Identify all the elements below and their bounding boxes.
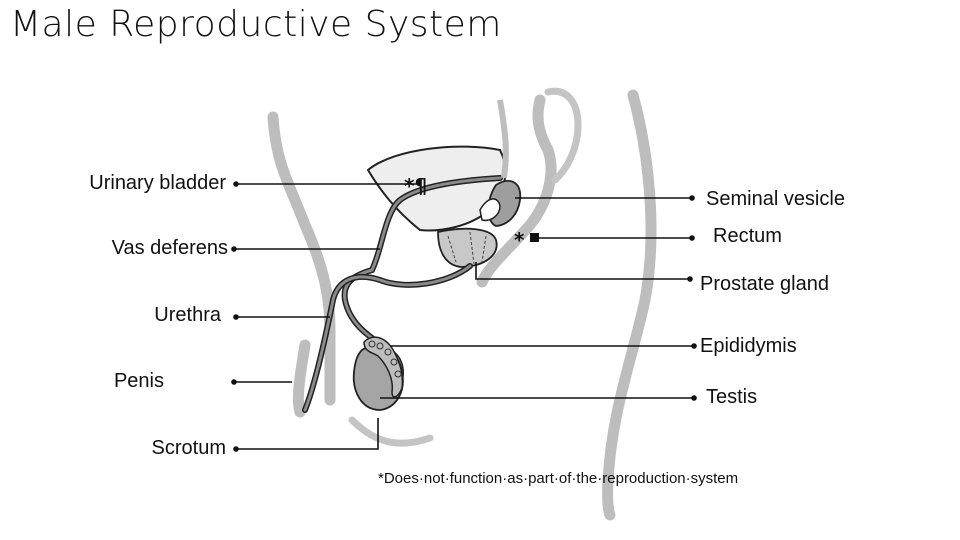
epididymis-coils	[368, 340, 402, 378]
prostate-ducts	[447, 231, 487, 265]
label-prostate-gland: Prostate gland	[700, 273, 829, 295]
label-seminal-vesicle: Seminal vesicle	[706, 188, 845, 210]
footnote: *Does·not·function·as·part·of·the·reprod…	[378, 470, 738, 487]
leader-lines	[234, 183, 694, 450]
label-urinary-bladder: Urinary bladder	[89, 172, 226, 194]
urethra-tube	[302, 263, 473, 413]
label-epididymis: Epididymis	[700, 335, 797, 357]
label-rectum: Rectum	[713, 225, 782, 247]
leader-dots	[231, 181, 697, 452]
label-scrotum: Scrotum	[152, 437, 226, 459]
rectum-marker-box	[530, 233, 539, 242]
epididymis-shape	[363, 336, 404, 398]
label-urethra: Urethra	[154, 304, 222, 326]
label-testis: Testis	[706, 386, 757, 408]
label-penis: Penis	[114, 370, 164, 392]
page-title: Male Reproductive System	[10, 4, 502, 45]
ureter	[497, 99, 509, 179]
rectum-asterisk-marker: *	[514, 228, 525, 252]
seminal-vesicle-inner	[479, 198, 501, 222]
prostate-gland-shape	[437, 227, 498, 268]
bladder-asterisk-marker: *¶	[404, 174, 427, 198]
label-vas-deferens: Vas deferens	[112, 237, 228, 259]
